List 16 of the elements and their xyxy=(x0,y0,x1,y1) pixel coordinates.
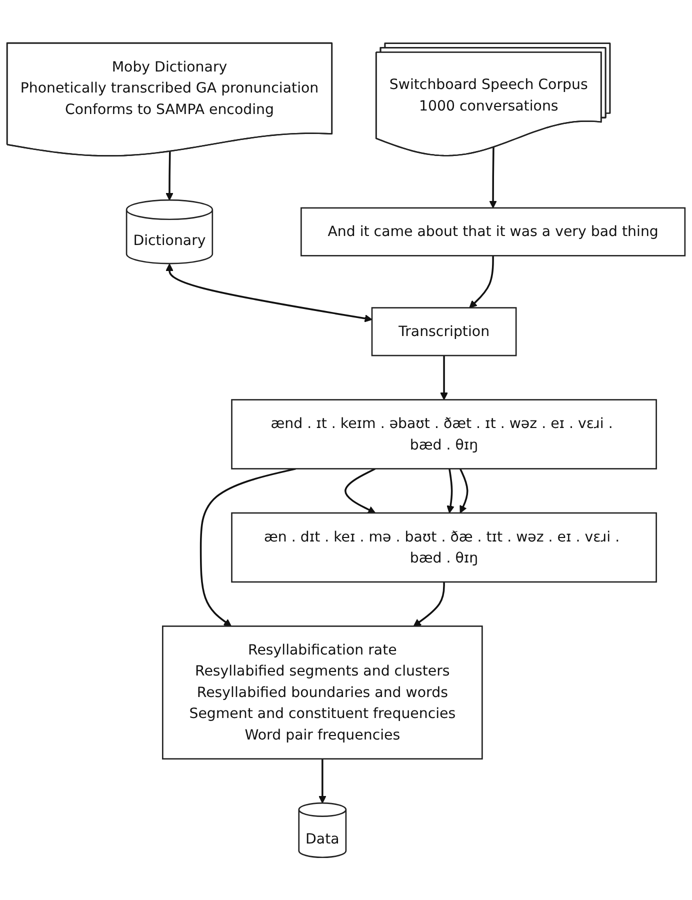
arrow xyxy=(440,355,448,400)
arrow xyxy=(459,468,468,514)
arrow xyxy=(446,468,454,514)
node-box: æn . dɪt . keɪ . mə . baʊt . ðæ . tɪt . wəz . eɪ . vɛɹi . bæd . θɪŋ xyxy=(231,512,657,582)
node-box: Transcription xyxy=(371,306,517,356)
arrow xyxy=(469,255,494,308)
arrow xyxy=(318,758,326,804)
node-box: And it came about that it was a very bad thing xyxy=(300,207,686,256)
arrow xyxy=(166,151,174,200)
arrow xyxy=(166,263,372,322)
arrow xyxy=(344,468,376,514)
arrow xyxy=(413,582,445,626)
node-box: ænd . ɪt . keɪm . əbaʊt . ðæt . ɪt . wəz . eɪ . vɛɹi . bæd . θɪŋ xyxy=(231,398,657,470)
arrow xyxy=(489,147,497,208)
node-box: Resyllabification rate Resyllabified segments and clusters Resyllabified boundaries and words Segment and constituent frequencies Word pair frequencies xyxy=(162,625,483,760)
arrow xyxy=(200,468,296,626)
